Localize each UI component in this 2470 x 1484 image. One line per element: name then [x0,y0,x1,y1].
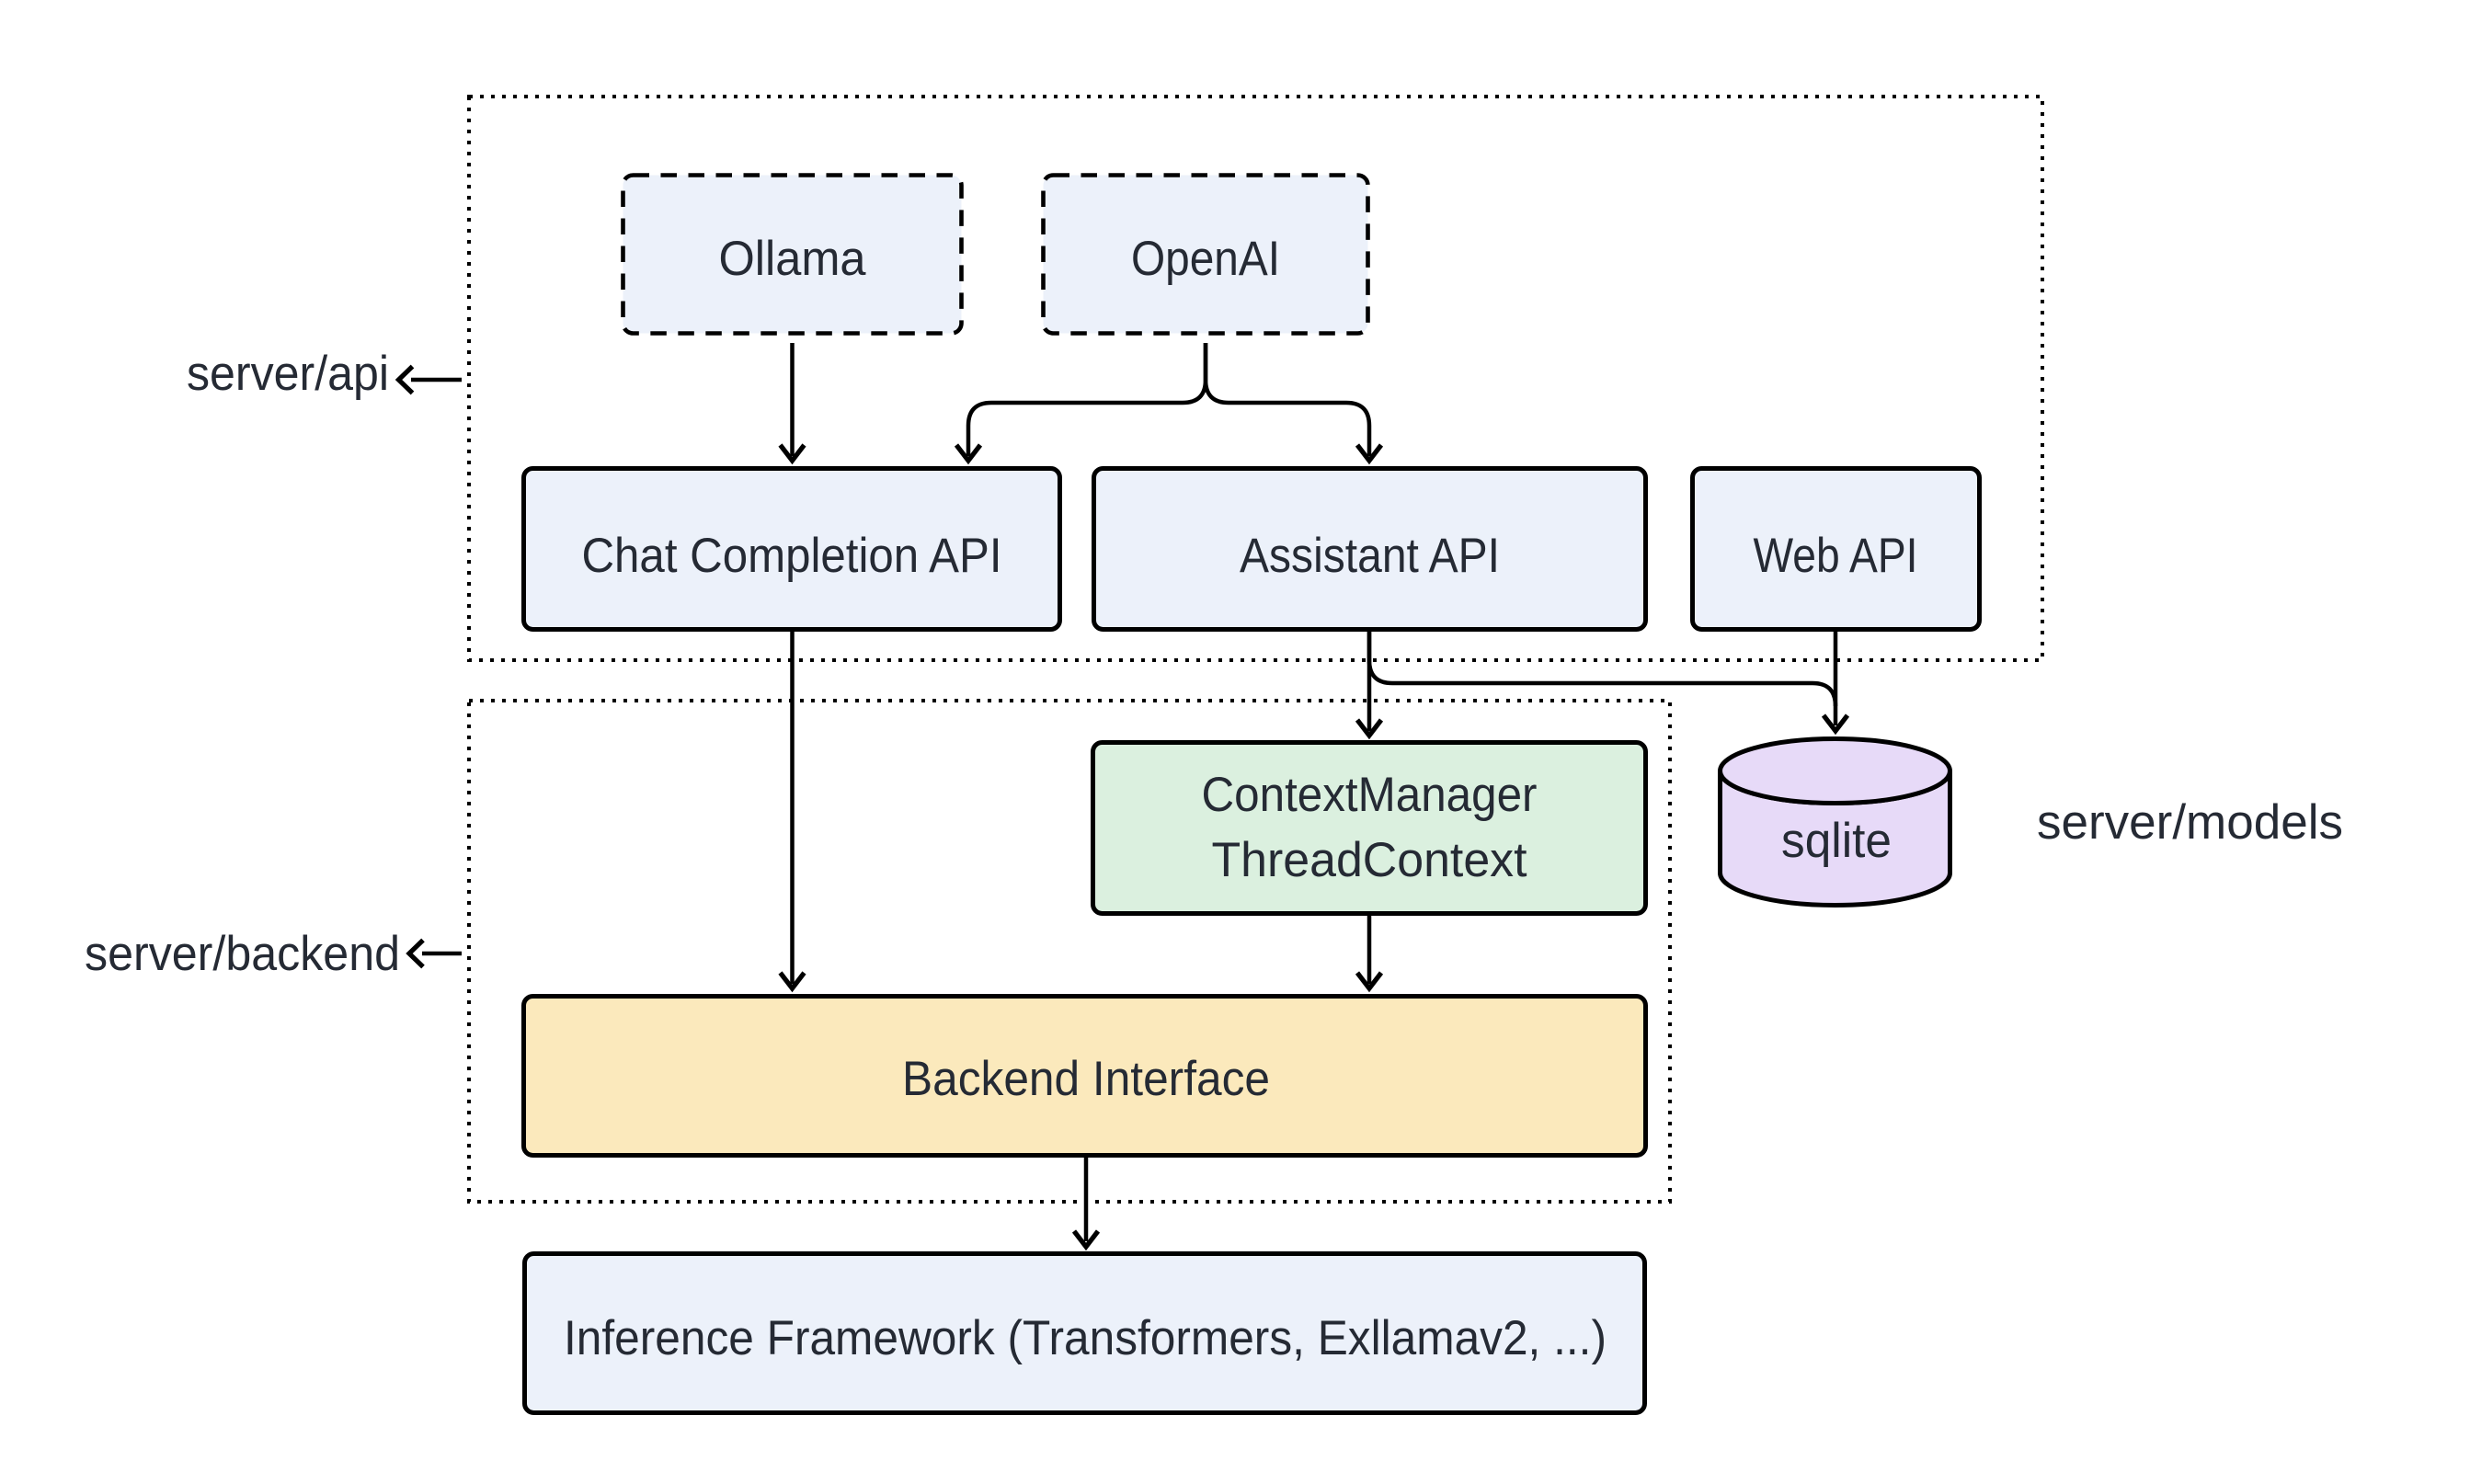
svg-text:Backend Interface: Backend Interface [902,1052,1270,1106]
svg-text:sqlite: sqlite [1781,814,1892,868]
svg-text:Assistant API: Assistant API [1240,529,1500,583]
svg-text:Ollama: Ollama [719,232,866,286]
svg-text:ContextManager: ContextManager [1202,768,1538,822]
svg-text:server/api: server/api [187,347,389,401]
svg-text:Web API: Web API [1754,529,1918,583]
svg-text:Inference Framework (Transform: Inference Framework (Transformers, Exlla… [564,1311,1607,1365]
svg-text:server/backend: server/backend [85,927,400,981]
svg-text:Chat Completion API: Chat Completion API [582,529,1002,583]
svg-text:OpenAI: OpenAI [1131,232,1280,286]
svg-text:server/models: server/models [2037,795,2343,850]
svg-text:ThreadContext: ThreadContext [1212,833,1527,887]
